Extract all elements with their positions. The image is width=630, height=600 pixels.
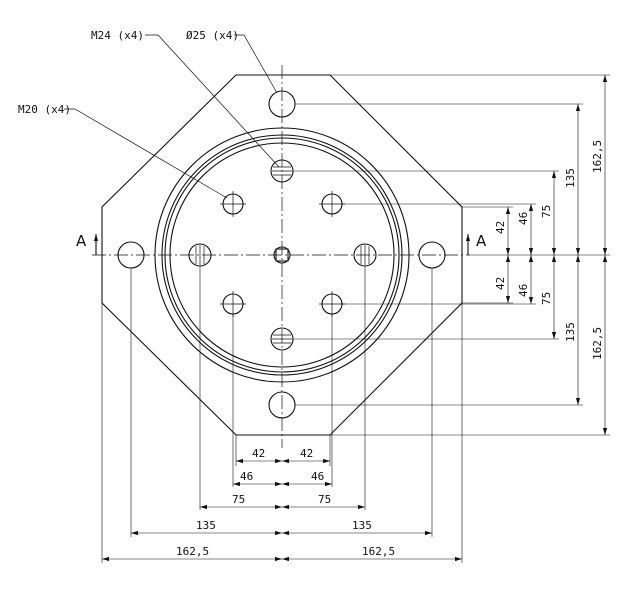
dim-bottom-46-left: 46 [233,470,282,487]
dim-bottom-75-right-text: 75 [318,493,331,506]
dim-bottom-46-right: 46 [282,470,332,487]
dim-right-42-up-text: 42 [494,221,507,234]
dim-bottom-46-left-text: 46 [240,470,253,483]
callout-dia25: Ø25 (x4) [186,29,278,94]
dim-right-162-down: 162,5 [591,255,608,435]
dim-right-46-up-text: 46 [517,212,530,225]
flange-outer-ring [154,127,410,383]
dim-right-46-down-text: 46 [517,284,530,297]
dim-right-135-up-text: 135 [564,168,577,188]
dim-right-42-down: 42 [494,255,511,303]
callout-dia25-text: Ø25 (x4) [186,29,239,42]
dim-right-75-up: 75 [540,171,557,255]
dim-bottom-75-left: 75 [200,493,282,510]
dim-right-46-down: 46 [517,255,534,304]
dim-right-162-up-text: 162,5 [591,140,604,173]
section-label-right: A [476,232,487,250]
dim-bottom-135-left-text: 135 [196,519,216,532]
dim-right-135-down-text: 135 [564,322,577,342]
dim-right-162-down-text: 162,5 [591,327,604,360]
section-marker-right: A [465,232,487,255]
dim-right-75-down-text: 75 [540,292,553,305]
dim-right-162-up: 162,5 [591,75,608,255]
dim-right-135-down: 135 [564,255,581,405]
dim-bottom-42-left-text: 42 [252,447,265,460]
dim-bottom-162-left: 162,5 [102,545,282,562]
callout-m24: M24 (x4) [91,29,280,168]
right-extension-lines [293,74,610,436]
dim-bottom-162-left-text: 162,5 [176,545,209,558]
dim-bottom-135-right-text: 135 [352,519,372,532]
flange-ring-3 [164,137,400,373]
dim-right-135-up: 135 [564,104,581,255]
dim-right-46-up: 46 [517,204,534,255]
center-square-hole [273,246,291,264]
callout-m24-text: M24 (x4) [91,29,144,42]
dim-bottom-75-right: 75 [282,493,365,510]
dim-bottom-162-right: 162,5 [282,545,462,562]
dim-right-75-down: 75 [540,255,557,339]
dim-bottom-135-left: 135 [131,519,282,536]
dim-right-42-up: 42 [494,207,511,255]
section-label-left: A [76,232,87,250]
dim-bottom-162-right-text: 162,5 [362,545,395,558]
m20-crosshairs [220,191,345,317]
callout-m20-text: M20 (x4) [18,103,71,116]
flange-ring-2 [161,134,403,376]
dim-bottom-75-left-text: 75 [232,493,245,506]
dim-bottom-42-left: 42 [236,447,282,464]
dim-bottom-46-right-text: 46 [311,470,324,483]
dim-right-42-down-text: 42 [494,277,507,290]
dim-bottom-135-right: 135 [282,519,432,536]
dim-right-75-up-text: 75 [540,205,553,218]
section-marker-left: A [76,232,99,255]
flange-inner-ring [169,142,395,368]
dim-bottom-42-right: 42 [282,447,330,464]
callout-m20: M20 (x4) [18,103,228,199]
dim-bottom-42-right-text: 42 [300,447,313,460]
bottom-extension-lines [101,266,463,563]
